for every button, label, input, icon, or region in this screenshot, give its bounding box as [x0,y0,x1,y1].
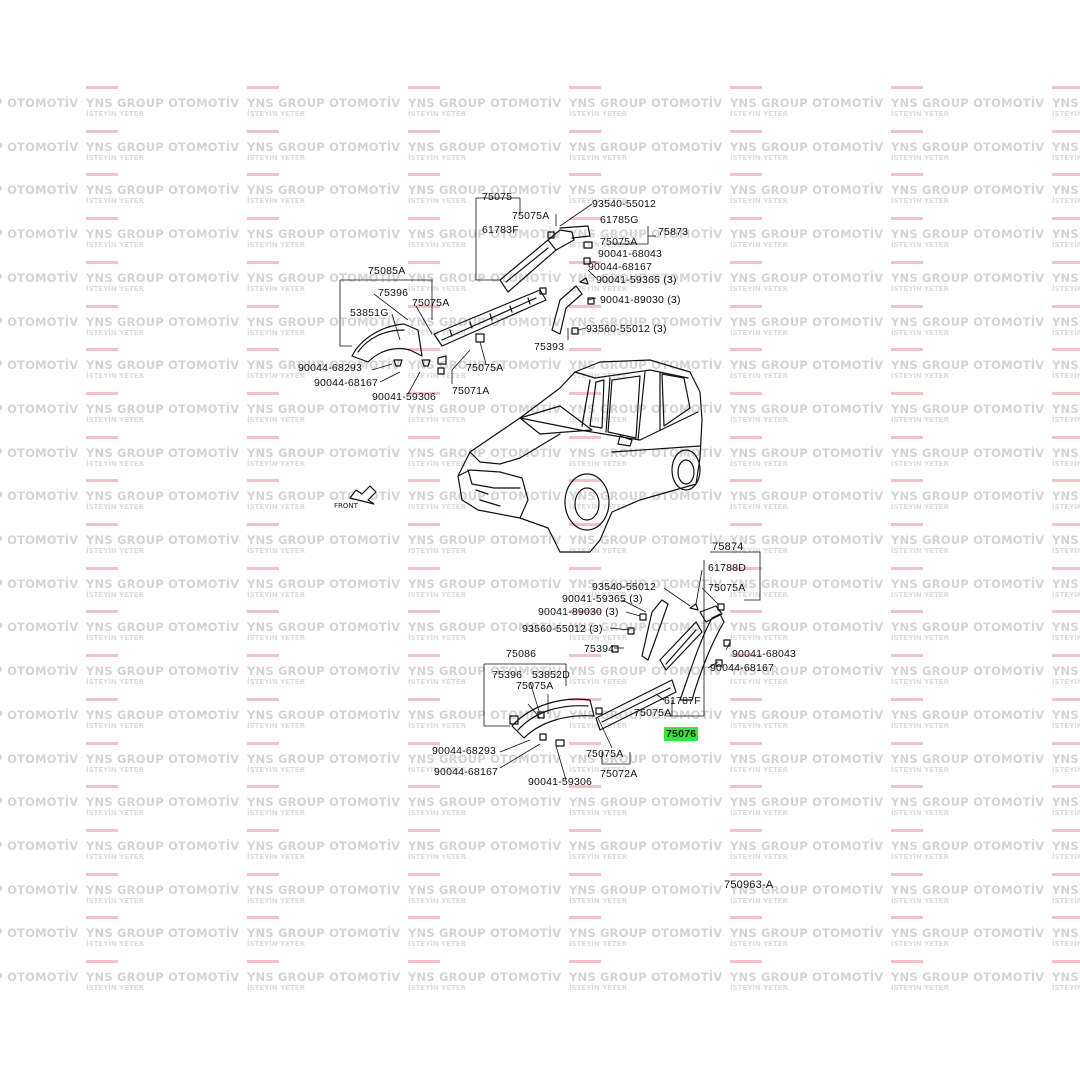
callout-90041-89030: 90041-89030 (3) [538,606,619,618]
callout-90041-59365: 90041-59365 (3) [562,593,643,605]
callout-75396: 75396 [378,287,409,299]
callout-75086: 75086 [506,648,537,660]
callout-90044-68293: 90044-68293 [298,362,363,374]
vehicle-illustration [457,359,703,553]
callout-90044-68167: 90044-68167 [710,662,775,674]
callout-61783f: 61783F [482,224,519,236]
callout-75075: 75075 [482,191,513,203]
callout-90041-59306: 90041-59306 [528,776,593,788]
callout-75873: 75873 [658,226,689,238]
callout-90041-59306: 90041-59306 [372,391,437,403]
callout-90044-68167: 90044-68167 [588,261,653,273]
front-label: FRONT [334,502,358,510]
upper-parts-group [351,225,595,375]
callout-75075a: 75075A [586,748,624,760]
callout-90041-68043: 90041-68043 [732,648,797,660]
front-arrow-icon [349,485,377,505]
callout-75075a: 75075A [600,236,638,248]
callout-75075a: 75075A [412,297,450,309]
callout-75075a: 75075A [466,362,504,374]
callout-90044-68293: 90044-68293 [432,745,497,757]
callout-93540-55012: 93540-55012 [592,198,657,210]
callout-93560-55012: 93560-55012 (3) [586,323,667,335]
callout-90041-59365: 90041-59365 (3) [596,274,677,286]
callout-75085a: 75085A [368,265,406,277]
callout-53851g: 53851G [350,307,389,319]
callout-61787f: 61787F [664,695,701,707]
callout-90041-68043: 90041-68043 [598,248,663,260]
callout-75874: 75874 [712,541,744,553]
callout-61785g: 61785G [600,214,639,226]
callout-61788d: 61788D [708,562,746,574]
lower-parts-group [509,599,731,747]
callout-93540-55012: 93540-55012 [592,581,657,593]
callout-90044-68167: 90044-68167 [314,377,379,389]
callout-93560-55012: 93560-55012 (3) [522,623,603,635]
callout-75393: 75393 [534,341,565,353]
callout-75396: 75396 [492,669,523,681]
leader-lines [339,197,761,781]
callout-75071a: 75071A [452,385,490,397]
callout-75076-highlighted[interactable]: 75076 [664,727,699,741]
callout-75072a: 75072A [600,768,638,780]
callout-53852d: 53852D [532,669,570,681]
callout-90044-68167: 90044-68167 [434,766,499,778]
callout-90041-89030: 90041-89030 (3) [600,294,681,306]
callout-75075a: 75075A [516,680,554,692]
figure-code: 750963-A [724,879,774,891]
callout-75075a: 75075A [708,582,746,594]
callout-75394: 75394 [584,643,615,655]
callout-75075a: 75075A [512,210,550,222]
callout-75075a: 75075A [634,707,672,719]
